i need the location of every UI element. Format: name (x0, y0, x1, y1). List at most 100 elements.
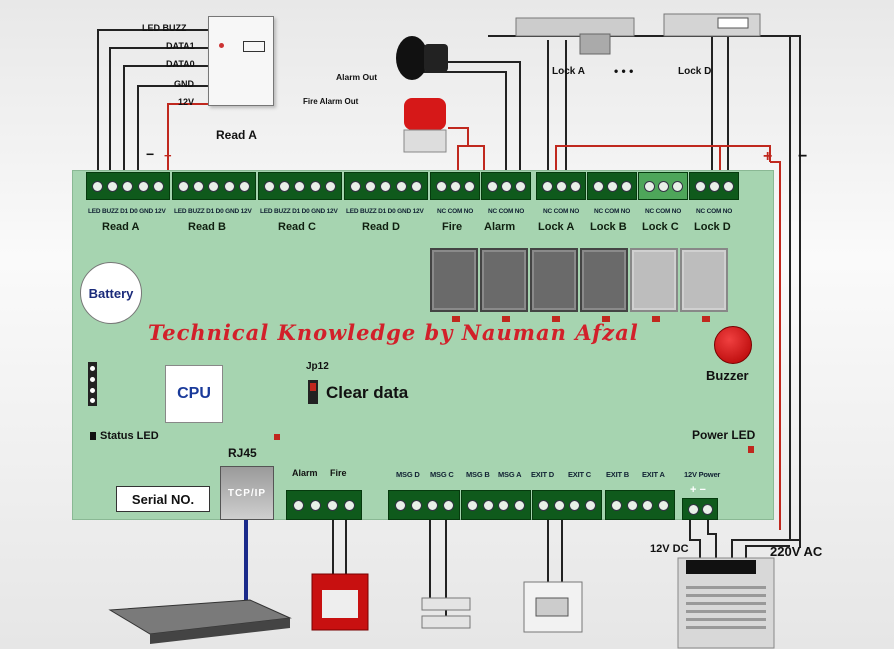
siren-icon (396, 36, 428, 80)
lock-power-minus: − (798, 148, 808, 165)
relay-fire (430, 248, 478, 312)
pins-lock-c: NC COM NO (645, 208, 682, 215)
lock-a-icon (515, 17, 635, 37)
reader-slot-icon (243, 41, 265, 52)
reader-minus: − (146, 146, 155, 162)
wire-ac-1 (731, 539, 800, 560)
wire-12v-red (167, 103, 208, 178)
terminal-read-d (344, 172, 428, 200)
tcpip-port: TCP/IP (220, 466, 274, 520)
serial-number-label: Serial NO. (116, 486, 210, 512)
psu-ac-label: 220V AC (770, 544, 823, 559)
reader-pin-gnd: GND (174, 79, 194, 89)
terminal-12v-power (682, 498, 718, 520)
pins-read-b: LED BUZZ D1 D0 GND 12V (174, 208, 252, 215)
rj45-led-icon (274, 434, 280, 440)
relay-led-lock-b (602, 316, 610, 322)
terminal-lock-a (536, 172, 586, 200)
power-led-label: Power LED (692, 428, 756, 442)
battery: Battery (80, 262, 142, 324)
relay-lock-a (530, 248, 578, 312)
wire-led-buzz (97, 29, 208, 178)
reader-plus: + (164, 148, 172, 163)
alarm-out-label: Alarm Out (336, 72, 378, 82)
reader-pin-led-buzz: LED BUZZ (142, 23, 187, 33)
wire-fire-red-2 (468, 145, 485, 178)
terminal-read-a (86, 172, 170, 200)
label-read-b: Read B (188, 221, 226, 233)
reader-pin-data0: DATA0 (166, 59, 195, 69)
power-polarity: + − (690, 484, 706, 496)
label-exit-b: EXIT B (606, 470, 629, 479)
label-msg-a: MSG A (498, 470, 522, 479)
label-msg-c: MSG C (430, 470, 454, 479)
label-read-d: Read D (362, 221, 400, 233)
label-alarm-input: Alarm (292, 468, 318, 478)
fire-alarm-out-label: Fire Alarm Out (303, 97, 359, 106)
pins-read-d: LED BUZZ D1 D0 GND 12V (346, 208, 424, 215)
wire-psu-1 (689, 518, 701, 560)
card-reader-device (208, 16, 274, 106)
reader-pin-12v: 12V (178, 97, 195, 107)
relay-led-lock-a (552, 316, 560, 322)
terminal-lock-c (638, 172, 688, 200)
label-exit-c: EXIT C (568, 470, 591, 479)
wire-lock-red-3 (770, 161, 781, 530)
psu-dc-label: 12V DC (650, 543, 689, 555)
terminal-read-b (172, 172, 256, 200)
label-read-a: Read A (102, 221, 140, 233)
relay-lock-b (580, 248, 628, 312)
pin-header-icon (88, 362, 97, 406)
terminal-alarm (481, 172, 531, 200)
label-lock-b: Lock B (590, 221, 627, 233)
label-lock-c: Lock C (642, 221, 679, 233)
wire-siren-2 (420, 71, 507, 178)
pins-alarm: NC COM NO (488, 208, 525, 215)
label-exit-a: EXIT A (642, 470, 665, 479)
lock-a-label: Lock A (552, 66, 585, 77)
relay-led-fire (452, 316, 460, 322)
jumper-id: Jp12 (306, 361, 329, 372)
door-contact-icon (421, 597, 471, 611)
pins-read-a: LED BUZZ D1 D0 GND 12V (88, 208, 166, 215)
terminal-msg-ba (461, 490, 531, 520)
status-led-icon (90, 432, 96, 440)
relay-led-lock-c (652, 316, 660, 322)
wire-gnd (137, 85, 208, 178)
fire-alarm-light-icon (404, 98, 446, 130)
label-lock-d: Lock D (694, 221, 731, 233)
wire-siren (420, 61, 521, 178)
reader-title: Read A (216, 128, 257, 142)
power-led-icon (748, 446, 754, 453)
jumper-label: Clear data (326, 383, 409, 402)
label-exit-d: EXIT D (531, 470, 554, 479)
terminal-exit-ba (605, 490, 675, 520)
reader-led-icon (219, 43, 224, 48)
wire-lock-red (555, 145, 771, 178)
terminal-fire (430, 172, 480, 200)
terminal-exit-dc (532, 490, 602, 520)
pins-lock-a: NC COM NO (543, 208, 580, 215)
label-read-c: Read C (278, 221, 316, 233)
label-fire-input: Fire (330, 468, 347, 478)
terminal-read-c (258, 172, 342, 200)
reader-pin-data1: DATA1 (166, 41, 195, 51)
buzzer-label: Buzzer (706, 368, 749, 383)
wire-psu-2 (707, 518, 717, 560)
cpu-chip: CPU (165, 365, 223, 423)
rj45-label: RJ45 (228, 446, 257, 460)
exit-button-icon (523, 581, 583, 633)
pins-read-c: LED BUZZ D1 D0 GND 12V (260, 208, 338, 215)
label-12v-power: 12V Power (684, 470, 721, 479)
wire-ac-2 (745, 545, 790, 560)
pins-lock-b: NC COM NO (594, 208, 631, 215)
jumper-icon (308, 380, 318, 404)
wire-data0 (123, 65, 208, 178)
terminal-lock-d (689, 172, 739, 200)
brand-watermark: Technical Knowledge by Nauman Afzal (148, 320, 639, 345)
label-fire: Fire (442, 221, 463, 233)
relay-lock-d (680, 248, 728, 312)
lock-power-plus: + (763, 148, 773, 165)
relay-alarm (480, 248, 528, 312)
